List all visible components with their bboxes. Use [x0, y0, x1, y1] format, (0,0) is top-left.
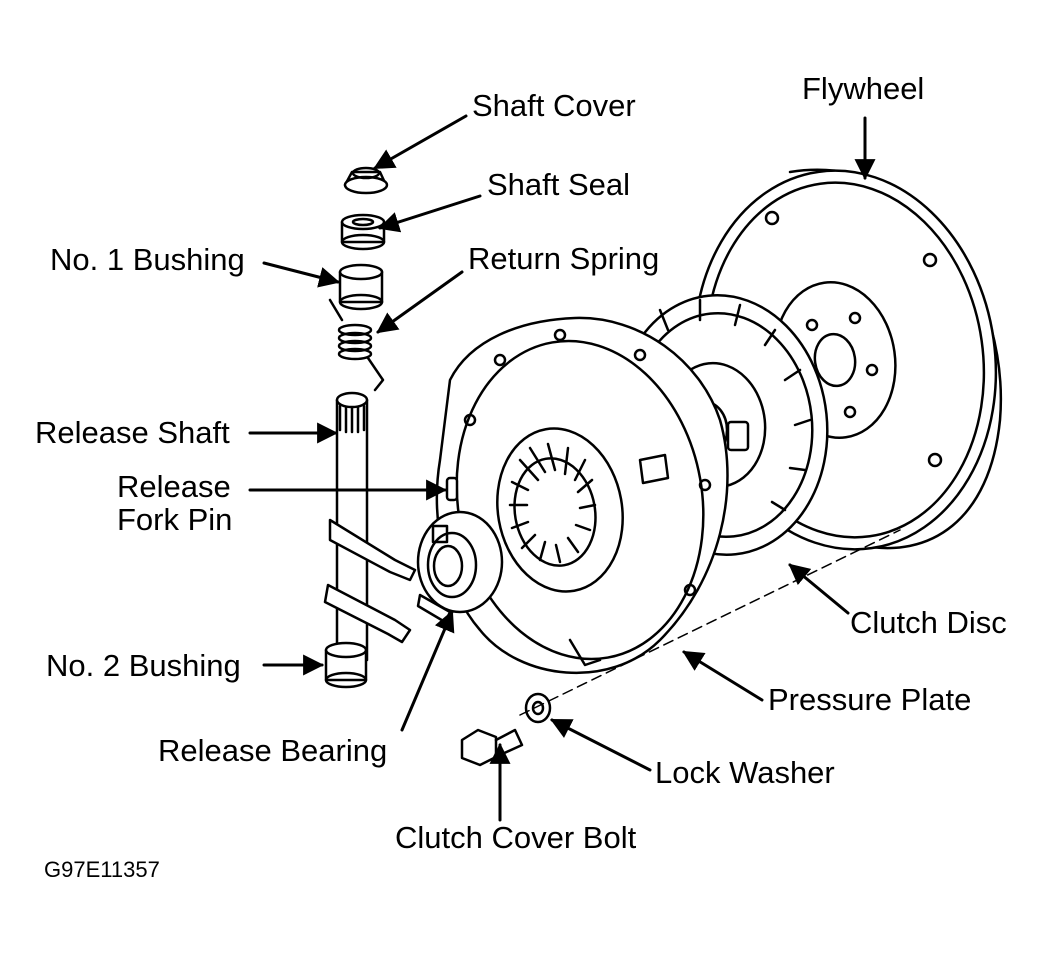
- pressure-plate: [435, 316, 729, 675]
- label-lock-washer: Lock Washer: [655, 755, 835, 790]
- shaft-cover-leader: [373, 114, 468, 170]
- label-release-shaft: Release Shaft: [35, 415, 230, 450]
- label-release-fork-pin-line1: Release: [117, 469, 231, 504]
- label-shaft-cover: Shaft Cover: [472, 88, 636, 123]
- label-clutch-cover-bolt: Clutch Cover Bolt: [395, 820, 637, 855]
- figure-id: G97E11357: [44, 857, 160, 882]
- return-spring-leader: [376, 270, 464, 334]
- label-release-bearing: Release Bearing: [158, 733, 388, 768]
- release-shaft: [323, 391, 417, 662]
- assembly-centerline: [519, 529, 901, 716]
- return-spring: [328, 298, 385, 392]
- label-no2-bushing: No. 2 Bushing: [46, 648, 241, 683]
- lock-washer-leader: [550, 718, 652, 772]
- label-no1-bushing: No. 1 Bushing: [50, 242, 245, 277]
- label-shaft-seal: Shaft Seal: [487, 167, 631, 202]
- label-return-spring: Return Spring: [468, 241, 660, 276]
- no2-bushing: [324, 641, 368, 689]
- no1-bushing: [338, 263, 384, 311]
- lock-washer: [524, 692, 552, 724]
- label-flywheel: Flywheel: [802, 71, 925, 106]
- clutch-disc-leader: [788, 563, 850, 615]
- clutch-cover-bolt: [460, 728, 524, 767]
- release-fork-pin: [445, 476, 459, 502]
- shaft-seal-leader: [377, 194, 482, 233]
- no1-bushing-leader: [262, 261, 341, 288]
- label-pressure-plate: Pressure Plate: [768, 682, 972, 717]
- label-clutch-disc: Clutch Disc: [850, 605, 1007, 640]
- label-release-fork-pin-line2: Fork Pin: [117, 502, 233, 537]
- shaft-seal: [340, 213, 386, 251]
- release-bearing-leader: [400, 610, 455, 732]
- shaft-cover: [343, 166, 389, 195]
- pressure-plate-leader: [682, 650, 764, 702]
